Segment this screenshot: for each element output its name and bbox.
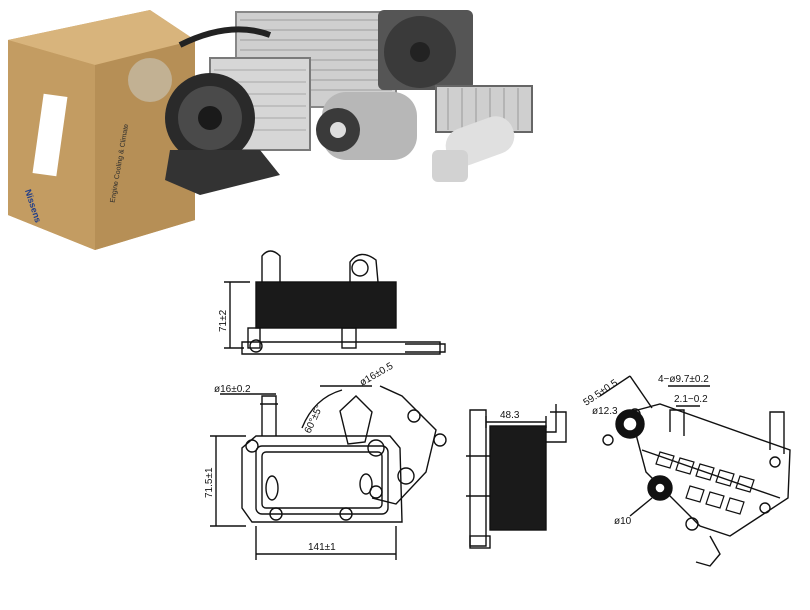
oil-cooler-technical-drawing: 71±2 ø16±0.2 ø16±0.5 60°±5° 71.5±1 141±1… <box>204 250 791 567</box>
dim-offset: 2.1−0.2 <box>674 394 708 405</box>
blower-motor-image <box>165 73 280 195</box>
side-view <box>466 404 567 549</box>
isometric-view <box>599 375 791 567</box>
dim-holes: 4−ø9.7±0.2 <box>658 374 709 385</box>
radiator-fan-image <box>378 10 473 90</box>
dim-hole-small: ø12.3 <box>592 406 618 417</box>
dim-height-front: 71.5±1 <box>204 467 215 498</box>
dim-width-front: 141±1 <box>308 542 336 553</box>
top-view <box>224 250 446 355</box>
dim-mount-distance: 59.5±0.5 <box>582 377 621 408</box>
dim-pipe-right: ø16±0.5 <box>358 361 396 389</box>
nissens-box-image: Nissens Engine Cooling & Climate <box>8 10 195 250</box>
dim-height-top: 71±2 <box>218 309 229 332</box>
receiver-drier-image <box>432 116 515 182</box>
front-view <box>210 385 447 560</box>
dim-pipe-left: ø16±0.2 <box>214 384 251 395</box>
dim-depth-side: 48.3 <box>500 410 520 421</box>
product-photo-collage: Nissens Engine Cooling & Climate <box>8 10 533 250</box>
dim-hole-ten: ø10 <box>614 516 632 527</box>
ac-compressor-image <box>316 92 417 160</box>
